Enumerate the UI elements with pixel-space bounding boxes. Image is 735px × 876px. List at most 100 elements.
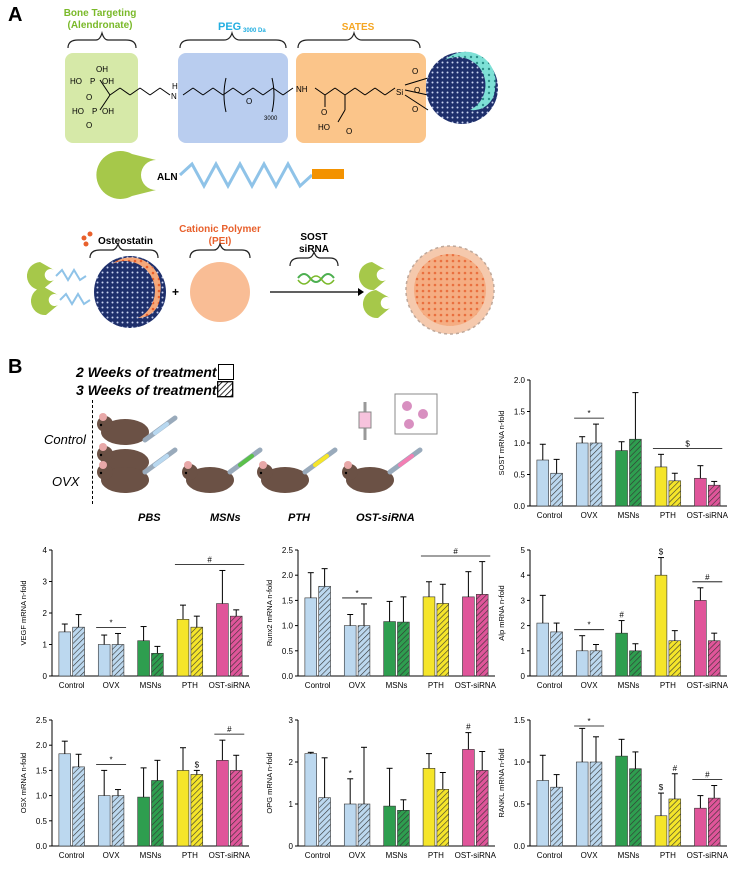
svg-text:OH: OH [96, 65, 108, 74]
bar-control-3w [550, 631, 563, 677]
y-tick-label: 0.0 [514, 842, 526, 851]
bar-control-2w [58, 753, 72, 847]
x-tick-label: MSNs [618, 511, 640, 520]
y-axis-label: SOST mRNA n-fold [497, 411, 506, 476]
y-tick-label: 3 [521, 596, 526, 605]
significance-mark: * [588, 409, 591, 418]
msn-loaded-particle [94, 256, 166, 328]
y-tick-label: 1.5 [514, 408, 526, 417]
y-tick-label: 2.0 [514, 376, 526, 385]
plus-sign: + [172, 285, 179, 299]
sates-label: SATES [342, 22, 375, 33]
row-label-control: Control [44, 432, 86, 447]
chemical-structure [99, 77, 429, 123]
y-tick-label: 0 [289, 842, 294, 851]
x-tick-label: Control [537, 511, 563, 520]
bar-ost-sirna-3w [476, 770, 489, 847]
bar-ost-sirna-2w [216, 603, 229, 677]
x-tick-label: Control [59, 851, 85, 860]
bar-msns-2w [615, 755, 628, 847]
svg-text:O: O [412, 105, 418, 114]
x-tick-label: OVX [349, 681, 367, 690]
y-tick-label: 0.5 [36, 817, 48, 826]
legend-swatch-hatched [217, 381, 234, 398]
bar-pth-2w [176, 619, 190, 677]
svg-text:N: N [171, 92, 177, 101]
x-tick-label: PTH [660, 511, 676, 520]
y-tick-label: 3 [289, 716, 294, 725]
bar-control-3w [318, 797, 331, 847]
y-axis-label: VEGF mRNA n-fold [19, 580, 28, 645]
x-tick-label: MSNs [618, 681, 640, 690]
bar-pth-2w [654, 815, 668, 847]
bar-ost-sirna-2w [694, 477, 707, 507]
peg-box [178, 53, 288, 143]
bar-ost-sirna-2w [462, 749, 475, 847]
y-tick-label: 4 [43, 546, 48, 555]
osteostatin-label: Osteostatin [98, 236, 153, 247]
significance-mark: # [673, 764, 678, 773]
bar-ovx-3w [589, 442, 603, 507]
bar-control-2w [536, 780, 550, 847]
svg-text:O: O [414, 86, 420, 95]
svg-text:HO: HO [72, 107, 84, 116]
final-particle-core [414, 254, 486, 326]
y-tick-label: 1.0 [36, 792, 48, 801]
x-tick-label: OVX [349, 851, 367, 860]
significance-mark: # [705, 573, 710, 582]
bar-pth-3w [190, 626, 204, 677]
bar-msns-2w [383, 621, 396, 677]
bar-pth-2w [654, 466, 668, 507]
bar-msns-3w [151, 653, 164, 677]
x-tick-label: Control [537, 851, 563, 860]
svg-text:Si: Si [396, 88, 403, 97]
bar-pth-3w [190, 774, 204, 847]
bone-targeting-label: Bone Targeting [64, 8, 137, 19]
aln-pacman [96, 151, 156, 199]
bar-pth-2w [176, 770, 190, 847]
brace-peg [179, 30, 287, 49]
y-tick-label: 1 [289, 800, 294, 809]
legend-2-weeks: 2 Weeks of treatment [76, 364, 217, 380]
bar-pth-3w [436, 603, 450, 677]
x-tick-label: PTH [428, 681, 444, 690]
sates-linker-bar [312, 169, 344, 179]
y-tick-label: 5 [521, 546, 526, 555]
bar-ovx-3w [111, 795, 125, 847]
bar-control-2w [304, 597, 318, 677]
bar-control-3w [72, 766, 85, 847]
bar-ovx-3w [357, 803, 371, 847]
significance-mark: * [349, 769, 352, 778]
y-axis-label: RANKL mRNA n-fold [497, 748, 506, 817]
row-label-ovx: OVX [52, 474, 80, 489]
brace-sates [297, 30, 421, 49]
x-tick-label: MSNs [386, 681, 408, 690]
bar-control-2w [536, 622, 550, 677]
sost-label: SOST [300, 232, 327, 243]
sates-box [296, 53, 426, 143]
x-tick-label: PTH [660, 851, 676, 860]
svg-text:O: O [246, 97, 252, 106]
panel-a-scheme: Bone Targeting (Alendronate) PEG 3000 Da… [26, 8, 498, 335]
bar-control-3w [318, 585, 331, 677]
x-tick-label: MSNs [618, 851, 640, 860]
y-tick-label: 1.5 [36, 766, 48, 775]
x-tick-label: OVX [581, 851, 599, 860]
significance-mark: # [619, 611, 624, 620]
svg-text:HO: HO [318, 123, 330, 132]
bar-ost-sirna-3w [708, 640, 721, 677]
bar-ovx-2w [343, 625, 357, 677]
bar-msns-3w [629, 768, 642, 847]
bar-ost-sirna-2w [694, 600, 707, 677]
y-tick-label: 1 [521, 647, 526, 656]
x-tick-label: Control [59, 681, 85, 690]
x-tick-label: OVX [103, 681, 121, 690]
x-tick-label: OVX [103, 851, 121, 860]
y-tick-label: 0 [43, 672, 48, 681]
x-tick-label: PTH [182, 681, 198, 690]
y-tick-label: 2 [43, 609, 48, 618]
